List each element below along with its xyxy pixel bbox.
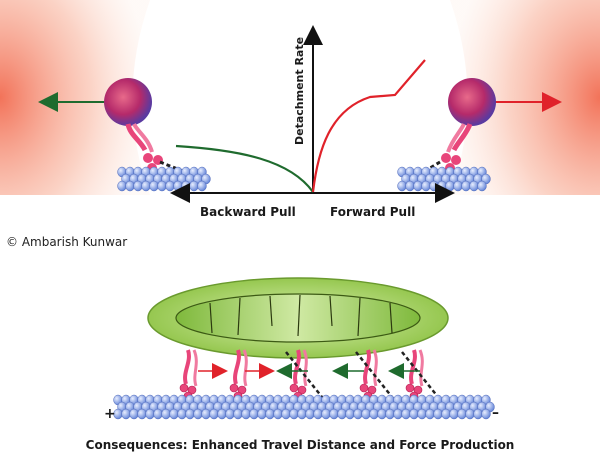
left-microtubule: [117, 166, 211, 192]
right-trap-beam: [450, 0, 600, 195]
forward-pull-curve: [311, 59, 426, 193]
left-bead: [104, 78, 152, 126]
y-axis-label: Detachment Rate: [293, 37, 306, 145]
right-microtubule: [397, 166, 491, 192]
cargo-organelle: [147, 277, 449, 359]
copyright-text: © Ambarish Kunwar: [6, 235, 127, 249]
x-label-backward: Backward Pull: [200, 205, 296, 219]
backward-pull-curve: [175, 144, 314, 193]
right-bead: [448, 78, 496, 126]
left-trap-beam: [0, 0, 150, 195]
plus-end-label: +: [104, 406, 116, 422]
minus-end-label: –: [492, 405, 499, 421]
caption-text: Consequences: Enhanced Travel Distance a…: [86, 438, 515, 452]
bottom-microtubule: [113, 394, 495, 420]
x-label-forward: Forward Pull: [330, 205, 415, 219]
